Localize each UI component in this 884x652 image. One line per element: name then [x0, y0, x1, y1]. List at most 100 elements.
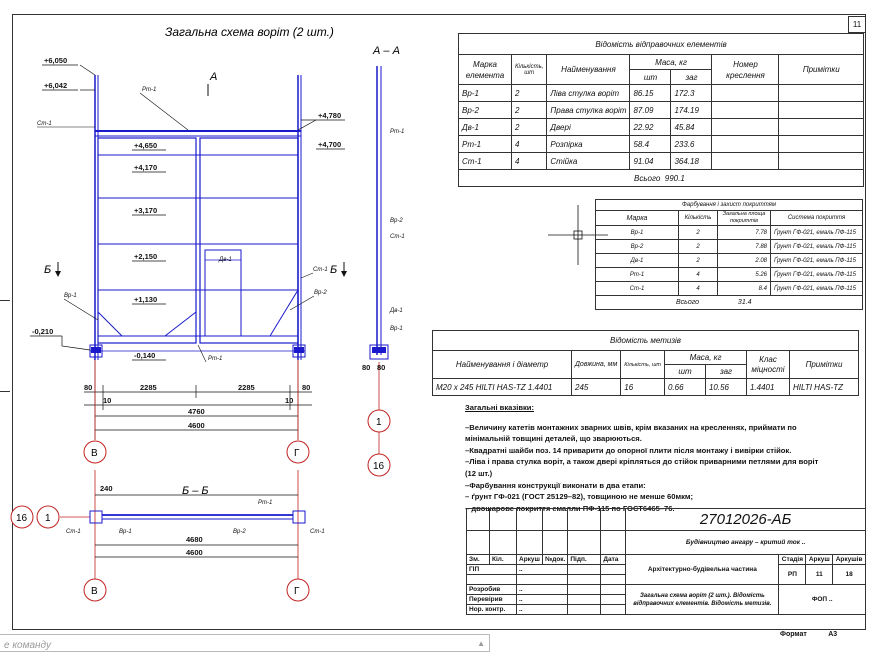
svg-text:10: 10 — [103, 396, 111, 405]
svg-text:Г: Г — [294, 586, 300, 597]
drawing-title: Загальна схема воріт (2 шт.) — [165, 25, 334, 39]
svg-text:2285: 2285 — [140, 383, 157, 392]
notes-line: (12 шт.) — [465, 468, 493, 478]
svg-text:+6,042: +6,042 — [44, 81, 67, 90]
section-marker-b-right: Б — [330, 264, 337, 276]
svg-text:2285: 2285 — [238, 383, 255, 392]
command-line-input[interactable]: е команду ▲ — [0, 634, 490, 652]
svg-text:-0,210: -0,210 — [32, 327, 53, 336]
svg-text:+4,170: +4,170 — [134, 163, 157, 172]
svg-text:Ст-1: Ст-1 — [390, 234, 405, 240]
paint-table: Фарбування і захист покриттям Марка Кіль… — [595, 199, 863, 310]
svg-text:Вр-1: Вр-1 — [64, 293, 77, 299]
section-aa-view — [369, 66, 389, 360]
svg-text:Вр-2: Вр-2 — [314, 290, 327, 296]
table-total-row: Всього 990.1 — [458, 169, 864, 187]
sheet-description: Загальна схема воріт (2 шт.). Відомість … — [625, 584, 780, 615]
notes-line: –Квадратні шайби поз. 14 приварити до оп… — [465, 445, 792, 455]
svg-text:Рт-1: Рт-1 — [208, 356, 222, 362]
svg-text:80: 80 — [362, 363, 370, 372]
svg-text:4760: 4760 — [188, 407, 205, 416]
svg-text:+6,050: +6,050 — [44, 56, 67, 65]
notes-line: –Величину катетів монтажних зварних швів… — [465, 422, 797, 432]
organization: ФОП .. — [778, 584, 866, 615]
svg-text:Вр-1: Вр-1 — [390, 326, 403, 332]
svg-text:16: 16 — [373, 461, 385, 472]
svg-text:-0,140: -0,140 — [134, 351, 155, 360]
svg-text:+4,700: +4,700 — [318, 140, 341, 149]
svg-text:Рт-1: Рт-1 — [258, 500, 272, 506]
sheet-number-box: 11 — [848, 16, 866, 33]
svg-text:80: 80 — [84, 383, 92, 392]
svg-text:Ст-1: Ст-1 — [66, 529, 81, 535]
dimension-text: 80 2285 2285 80 10 4760 10 4600 — [84, 383, 310, 430]
gate-elevation — [89, 75, 306, 360]
notes-line: –Ліва і права стулка воріт, а також двер… — [465, 457, 819, 467]
bolt-table: Відомість метизів Найменування і діаметр… — [432, 330, 860, 396]
section-name: Архітектурно-будівельна частина — [625, 554, 780, 585]
command-scroll-icon[interactable]: ▲ — [477, 639, 485, 648]
command-placeholder: е команду — [4, 640, 51, 651]
paint-table-title: Фарбування і захист покриттям — [595, 199, 863, 211]
element-tags: Рт-1 Ст-1 Вр-1 Вр-2 Дв-1 Ст-1 Рт-1 — [37, 87, 328, 363]
drawing-code: 27012026-АБ — [625, 508, 866, 531]
title-block: 27012026-АБ Будівництво ангару – критий … — [466, 508, 866, 615]
svg-text:+4,650: +4,650 — [134, 141, 157, 150]
svg-text:4600: 4600 — [188, 421, 205, 430]
base-plate-left — [91, 347, 101, 353]
bolt-table-title: Відомість метизів — [432, 330, 859, 351]
notes-line: –Фарбування конструкції виконати в два е… — [465, 480, 646, 490]
svg-text:Вр-1: Вр-1 — [119, 529, 132, 535]
svg-text:Рт-1: Рт-1 — [390, 129, 404, 135]
svg-text:Вр-2: Вр-2 — [390, 218, 403, 224]
sheet-number: 11 — [852, 20, 862, 29]
notes-line: мінімальній товщині деталей, що зварюють… — [465, 434, 642, 444]
section-bb-title: Б – Б — [182, 485, 209, 497]
svg-text:+4,780: +4,780 — [318, 111, 341, 120]
svg-text:Дв-1: Дв-1 — [218, 257, 232, 263]
svg-text:1: 1 — [376, 417, 382, 428]
section-marker-a: А — [209, 71, 217, 83]
base-plate-right — [294, 347, 304, 353]
svg-text:4600: 4600 — [186, 548, 203, 557]
level-marks: +6,050 +6,042 +4,780 +4,700 +4,650 +4,17… — [30, 56, 345, 361]
table-total-row: Всього 31.4 — [595, 295, 863, 310]
svg-text:Дв-1: Дв-1 — [389, 308, 403, 314]
project-name: Будівництво ангару – критий ток .. — [625, 530, 866, 555]
gate-drawing[interactable]: Загальна схема воріт (2 шт.) А — [0, 0, 460, 610]
svg-text:16: 16 — [16, 513, 28, 524]
axis-markers: В Г 1 16 16 1 В Г — [10, 409, 391, 602]
svg-text:240: 240 — [100, 484, 113, 493]
general-notes: Загальні вказівки: –Величину катетів мон… — [465, 402, 865, 514]
svg-text:4680: 4680 — [186, 535, 203, 544]
svg-text:Ст-1: Ст-1 — [310, 529, 325, 535]
notes-line: – ґрунт ГФ-021 (ГОСТ 25129–82), товщиною… — [465, 492, 694, 502]
svg-text:Вр-2: Вр-2 — [233, 529, 246, 535]
svg-text:Рт-1: Рт-1 — [142, 87, 156, 93]
svg-text:Г: Г — [294, 448, 300, 459]
svg-text:Ст-1: Ст-1 — [313, 267, 328, 273]
svg-text:+2,150: +2,150 — [134, 252, 157, 261]
axis-lines — [60, 360, 380, 580]
table-row: M20 x 245 HILTI HAS-TZ 1.4401 245 16 0.6… — [432, 378, 860, 396]
svg-text:Ст-1: Ст-1 — [37, 121, 52, 127]
svg-text:80: 80 — [302, 383, 310, 392]
format-label: Формат А3 — [780, 631, 838, 638]
elements-table: Відомість відправочних елементів Марка е… — [458, 33, 864, 187]
svg-text:80: 80 — [377, 363, 385, 372]
section-aa-title: А – А — [372, 45, 400, 57]
elements-table-title: Відомість відправочних елементів — [458, 33, 864, 55]
svg-text:В: В — [91, 586, 98, 597]
svg-text:10: 10 — [285, 396, 293, 405]
dimension-chains — [84, 360, 312, 440]
svg-text:В: В — [91, 448, 98, 459]
